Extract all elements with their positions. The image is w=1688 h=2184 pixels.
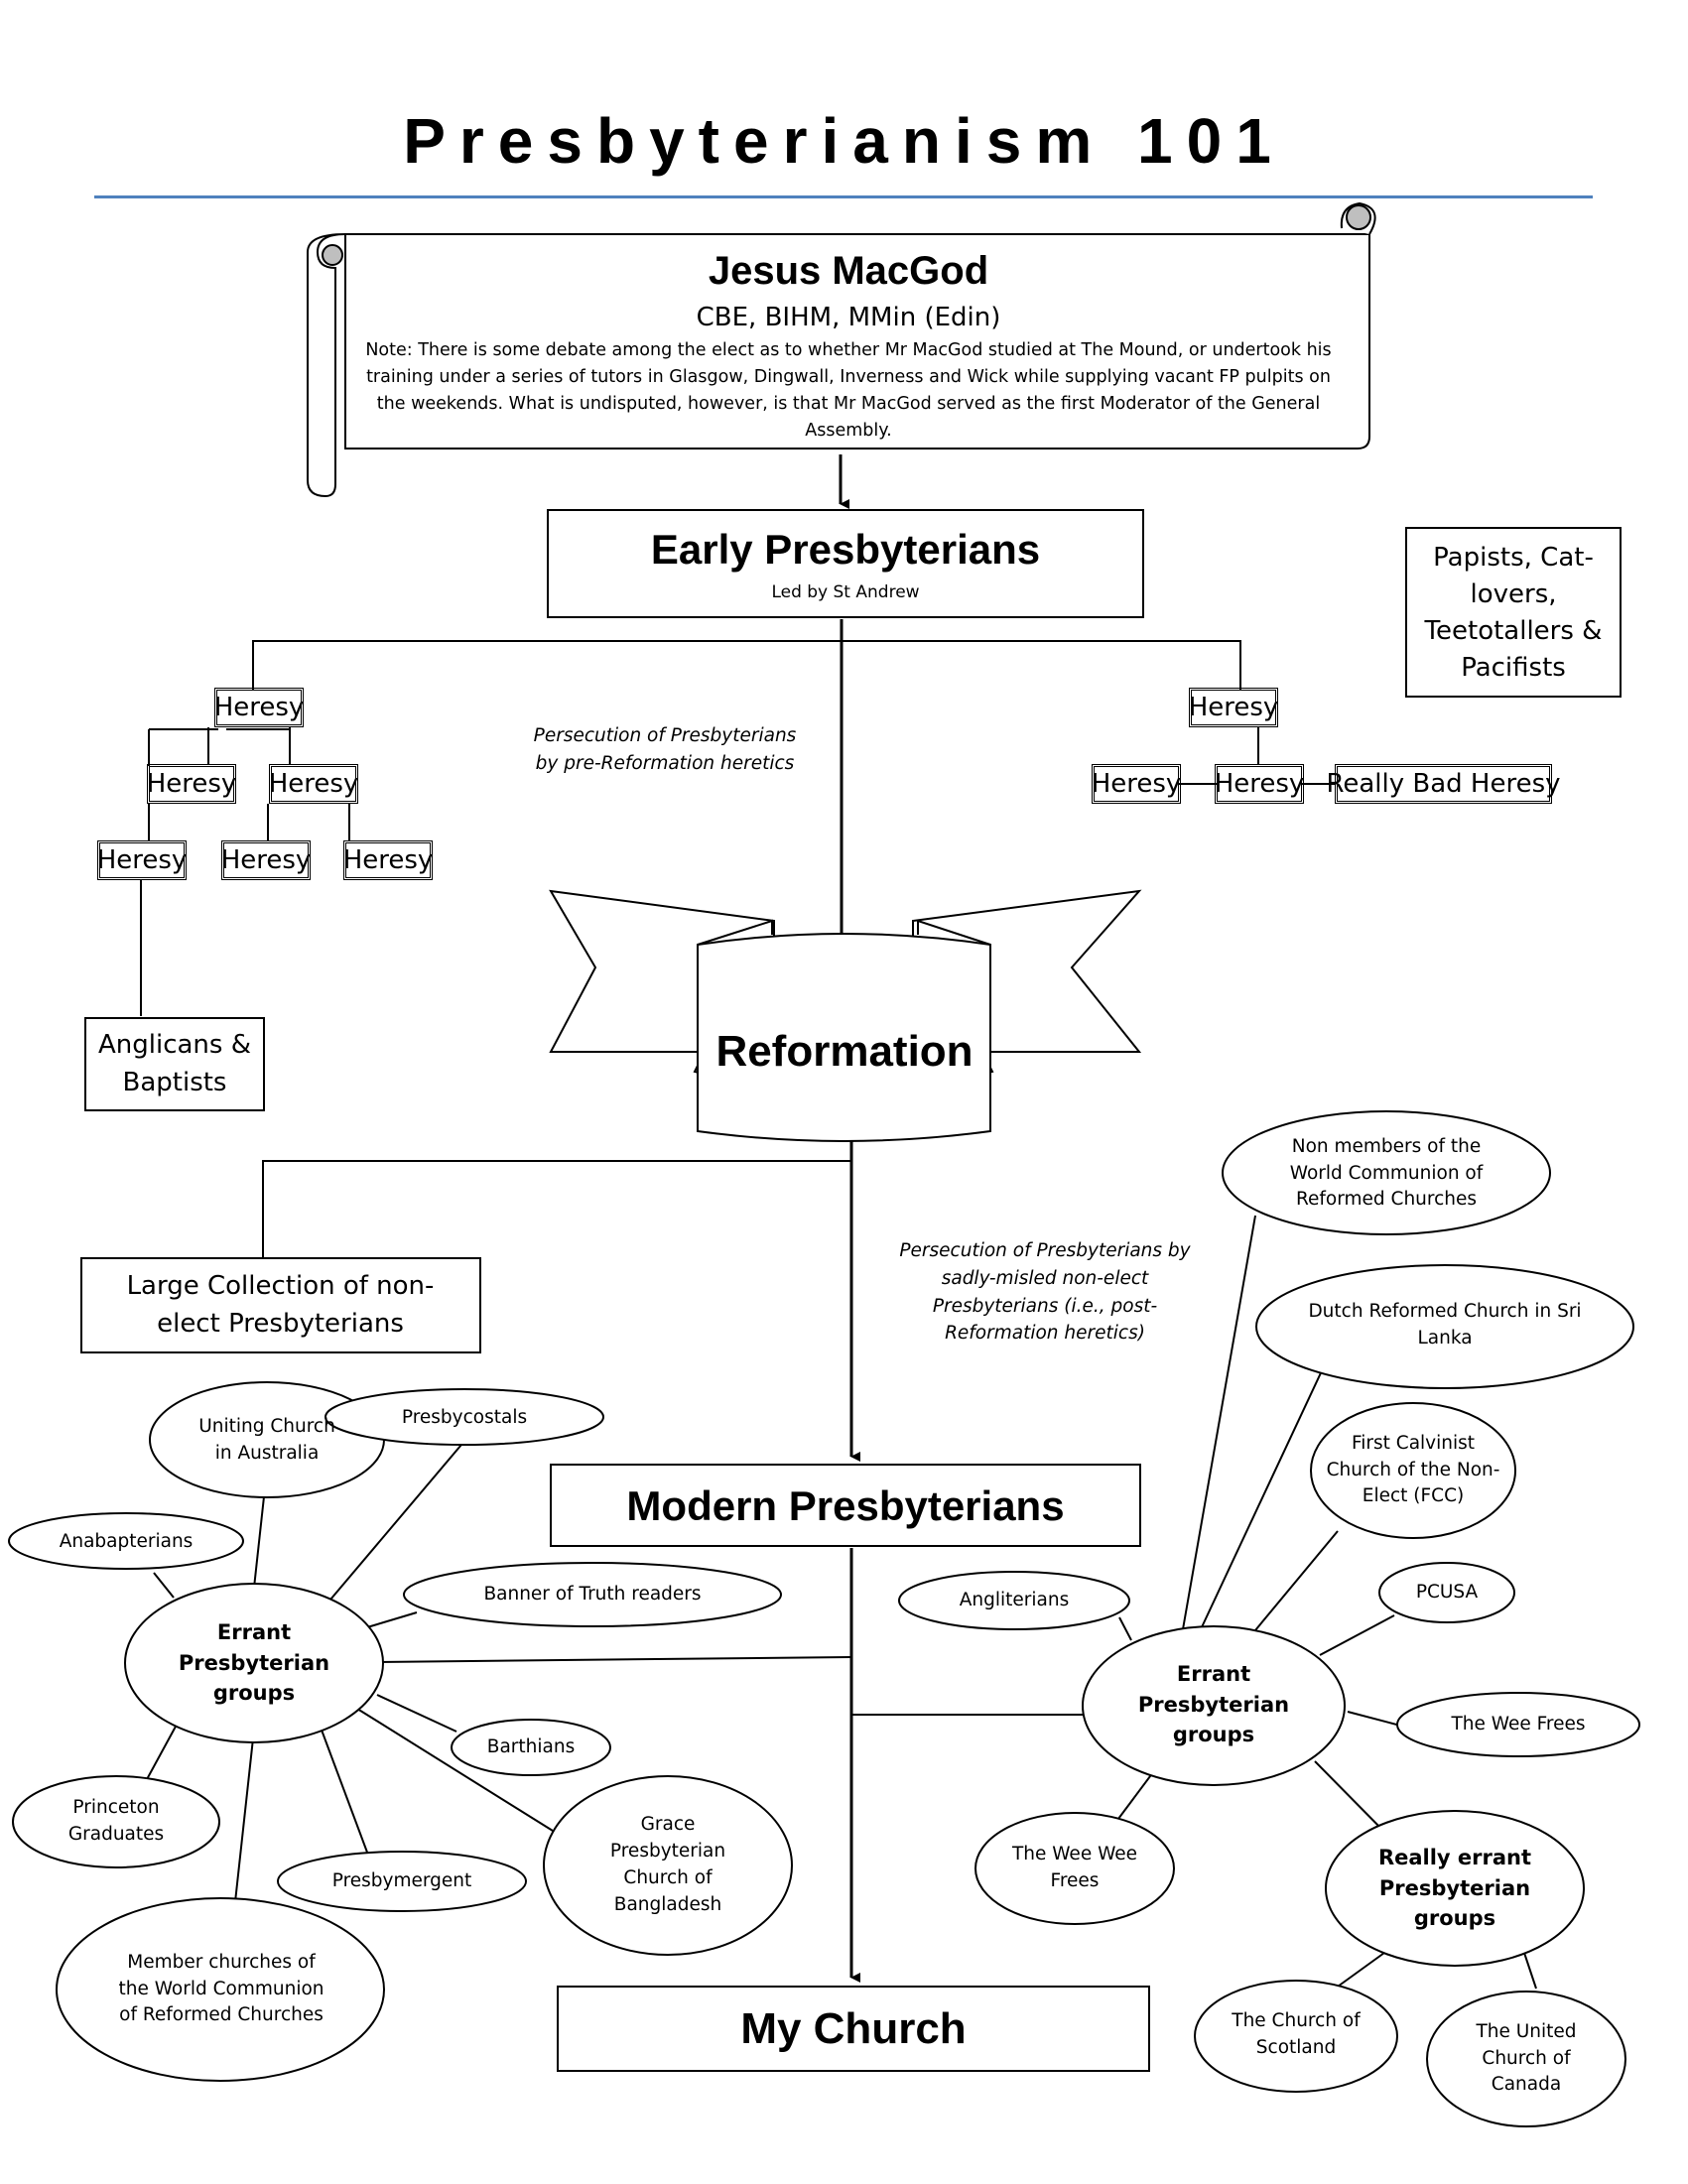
large-collection-text: Large Collection of non-elect Presbyteri… <box>126 1271 435 1339</box>
banner-of-truth-node: Banner of Truth readers <box>483 1583 702 1605</box>
title-underline <box>94 195 1593 198</box>
early-presbyterians-subtitle: Led by St Andrew <box>771 581 920 602</box>
heresy-box: Heresy <box>1215 764 1304 804</box>
really-errant-hub: Really errant Presbyterian groups <box>1377 1846 1532 1931</box>
really-bad-heresy-box: Really Bad Heresy <box>1326 764 1561 804</box>
dutch-reformed-node: Dutch Reformed Church in Sri Lanka <box>1308 1301 1582 1349</box>
presbymergent-node: Presbymergent <box>331 1869 472 1891</box>
heresy-box: Heresy <box>97 840 187 880</box>
anabaptists-node: Anabapterians <box>59 1530 194 1552</box>
jesus-credentials: CBE, BIHM, MMin (Edin) <box>696 303 1001 333</box>
heresy-box: Heresy <box>214 688 304 727</box>
wee-wee-frees-node: The Wee Wee Frees <box>1011 1844 1138 1891</box>
left-errant-hub: Errant Presbyterian groups <box>178 1620 330 1706</box>
reformation-title: Reformation <box>715 1027 974 1077</box>
reformation-banner <box>549 889 1142 1142</box>
uniting-church-node: Uniting Church in Australia <box>198 1416 335 1464</box>
angliterians-node: Angliterians <box>959 1589 1070 1610</box>
church-of-scotland-node: The Church of Scotland <box>1232 2010 1361 2058</box>
page-title: Presbyterianism 101 <box>403 105 1285 177</box>
pcusa-node: PCUSA <box>1415 1581 1479 1603</box>
modern-presbyterians-title: Modern Presbyterians <box>626 1482 1065 1530</box>
persecution-pre-reformation: Persecution of Presbyterians by pre-Refo… <box>533 725 797 774</box>
persecution-post-reformation: Persecution of Presbyterians by sadly-mi… <box>899 1240 1191 1345</box>
right-errant-hub: Errant Presbyterian groups <box>1137 1662 1290 1747</box>
wcrc-members-node: Member churches of the World Communion o… <box>118 1951 325 2026</box>
wee-frees-node: The Wee Frees <box>1451 1713 1586 1734</box>
presbycostals-node: Presbycostals <box>401 1406 528 1428</box>
scroll-shape <box>307 201 1376 498</box>
early-presbyterians-title: Early Presbyterians <box>650 526 1041 574</box>
united-church-canada-node: The United Church of Canada <box>1476 2020 1577 2096</box>
fcc-node: First Calvinist Church of the Non-Elect … <box>1326 1432 1500 1507</box>
heresy-box: Heresy <box>1189 688 1278 727</box>
heresy-box: Heresy <box>1092 764 1181 804</box>
heresy-box: Heresy <box>221 840 311 880</box>
anglicans-text: Anglicans & Baptists <box>97 1029 251 1097</box>
non-members-wcrc-node: Non members of the World Communion of Re… <box>1289 1135 1484 1211</box>
grace-presbyterian-node: Grace Presbyterian Church of Bangladesh <box>609 1814 726 1915</box>
anglicans-box <box>84 1017 265 1111</box>
my-church-title: My Church <box>740 2004 967 2054</box>
heresy-box: Heresy <box>343 840 433 880</box>
papists-box-text: Papists, Cat-lovers, Teetotallers & Paci… <box>1424 543 1603 683</box>
heresy-box: Heresy <box>147 764 236 804</box>
jesus-name: Jesus MacGod <box>708 248 989 293</box>
princeton-node: Princeton Graduates <box>67 1797 165 1845</box>
heresy-box: Heresy <box>269 764 358 804</box>
barthians-node: Barthians <box>486 1735 576 1757</box>
jesus-note: Note: There is some debate among the ele… <box>365 339 1332 442</box>
